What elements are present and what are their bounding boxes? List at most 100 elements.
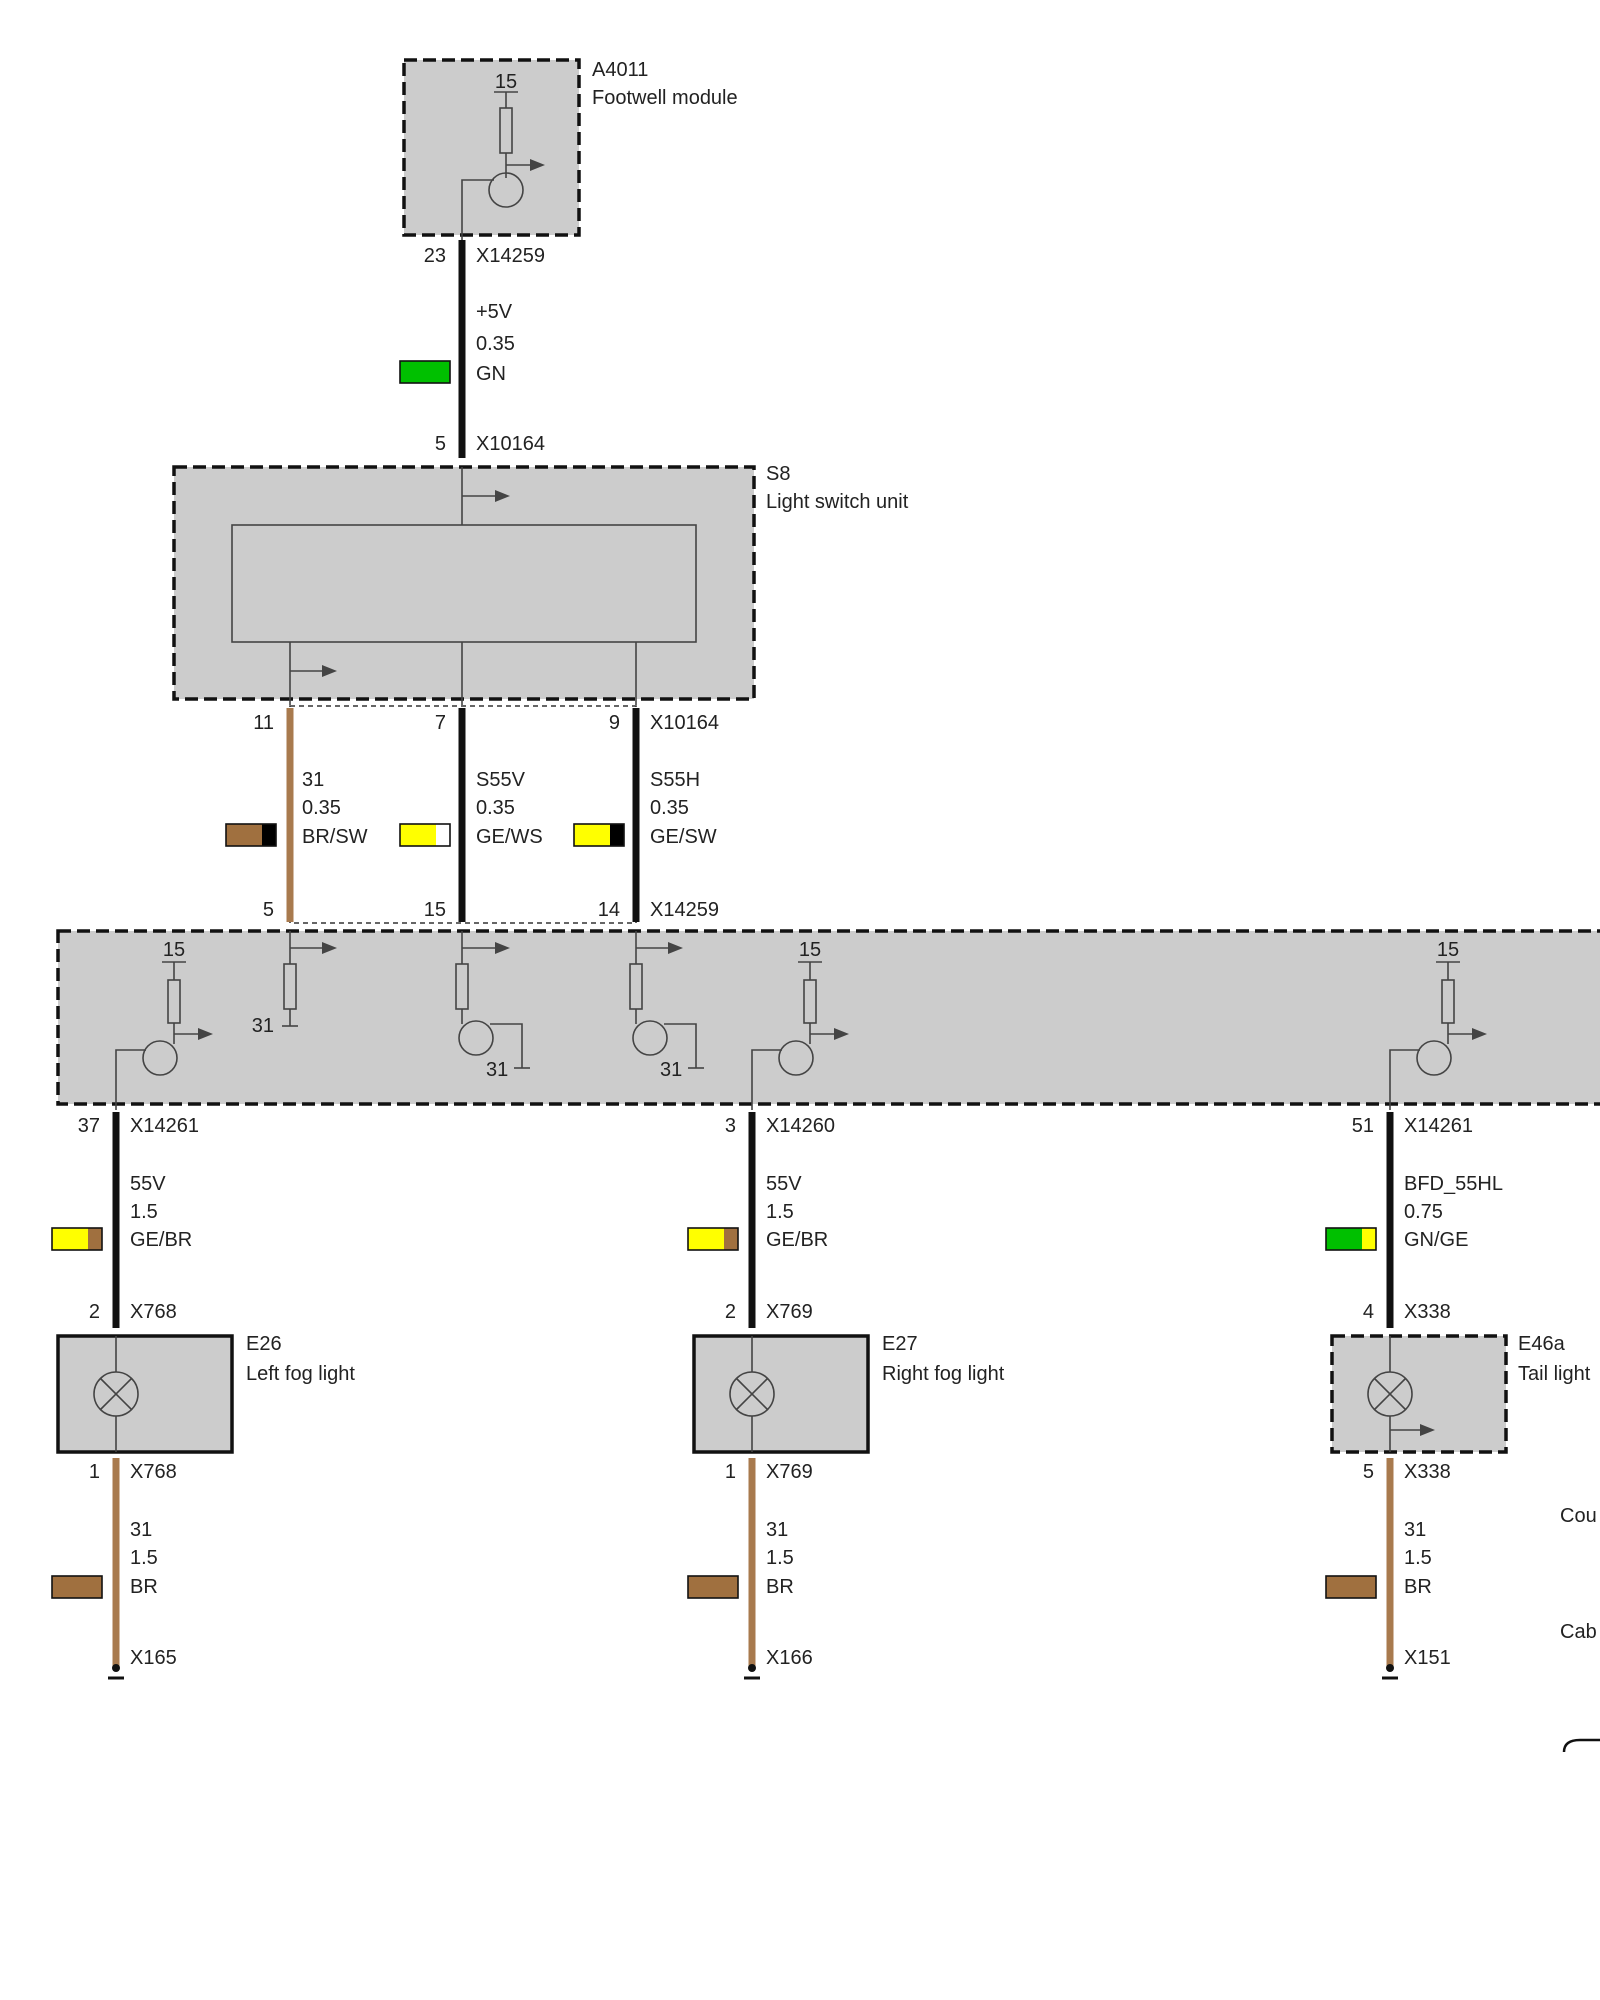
connector-x10164: X10164 bbox=[650, 712, 719, 734]
supply-label: 15 bbox=[163, 939, 185, 961]
right-fog-light-e27: E27 Right fog light bbox=[692, 1333, 1005, 1454]
transistor-icon bbox=[488, 172, 524, 208]
arrow-icon bbox=[322, 665, 337, 677]
connector-x14259: X14259 bbox=[476, 245, 545, 267]
arrow-icon bbox=[834, 1028, 849, 1040]
pin-1: 1 bbox=[725, 1461, 736, 1483]
transistor-icon bbox=[142, 1040, 178, 1076]
arrow-icon bbox=[668, 942, 683, 954]
wire-gauge: 1.5 bbox=[1404, 1547, 1432, 1569]
wire-signal: 31 bbox=[766, 1519, 788, 1541]
wire-gauge: 1.5 bbox=[766, 1547, 794, 1569]
ground-label: 31 bbox=[486, 1059, 508, 1081]
arrow-icon bbox=[530, 159, 545, 171]
wire-55v-left: 37 X14261 55V 1.5 GE/BR 2 X768 bbox=[51, 1112, 199, 1328]
connector-x768: X768 bbox=[130, 1461, 177, 1483]
component-name-e27: Right fog light bbox=[882, 1363, 1005, 1385]
arrow-icon bbox=[322, 942, 337, 954]
component-name-s8: Light switch unit bbox=[766, 491, 909, 513]
connector-x14259: X14259 bbox=[650, 899, 719, 921]
edge-text-cab: Cab bbox=[1560, 1621, 1597, 1643]
arrow-icon bbox=[1472, 1028, 1487, 1040]
driver-51: 15 bbox=[1389, 939, 1487, 1110]
edge-text-cou: Cou bbox=[1560, 1505, 1597, 1527]
wire-color-swatch bbox=[51, 1575, 103, 1599]
wire-signal: BFD_55HL bbox=[1404, 1173, 1503, 1195]
wire-color-swatch bbox=[1325, 1575, 1377, 1599]
footwell-module-a4011: 15 A4011 Footwell module bbox=[402, 58, 738, 240]
wire-signal: 55V bbox=[130, 1173, 166, 1195]
pin-3: 3 bbox=[725, 1115, 736, 1137]
connector-x769: X769 bbox=[766, 1461, 813, 1483]
transistor-icon bbox=[458, 1020, 494, 1056]
pin-1: 1 bbox=[89, 1461, 100, 1483]
ground-point-x151: X151 bbox=[1404, 1647, 1451, 1669]
arrow-icon bbox=[198, 1028, 213, 1040]
wire-s55h: S55H 0.35 GE/SW bbox=[573, 708, 717, 922]
pin-51: 51 bbox=[1352, 1115, 1374, 1137]
pin-2: 2 bbox=[89, 1301, 100, 1323]
arrow-icon bbox=[495, 942, 510, 954]
ground-label: 31 bbox=[660, 1059, 682, 1081]
pin-37: 37 bbox=[78, 1115, 100, 1137]
ground-point-x165: X165 bbox=[130, 1647, 177, 1669]
wire-color-swatch bbox=[399, 823, 451, 847]
component-name-a4011: Footwell module bbox=[592, 87, 738, 109]
wire-gauge: 1.5 bbox=[766, 1201, 794, 1223]
component-id-a4011: A4011 bbox=[592, 59, 648, 81]
wire-color-code: BR bbox=[766, 1576, 794, 1598]
connector-x338: X338 bbox=[1404, 1301, 1451, 1323]
wire-color-code: BR bbox=[130, 1576, 158, 1598]
component-id-e46a: E46a bbox=[1518, 1333, 1566, 1355]
wire-gauge: 1.5 bbox=[130, 1547, 158, 1569]
driver-3: 15 bbox=[751, 939, 849, 1110]
wire-55v-right: 3 X14260 55V 1.5 GE/BR 2 X769 bbox=[687, 1112, 835, 1328]
wire-5v: 23 X14259 +5V 0.35 GN 5 X10164 bbox=[399, 240, 545, 458]
component-id-e27: E27 bbox=[882, 1333, 918, 1355]
wire-color-code: GE/WS bbox=[476, 826, 543, 848]
ground-label: 31 bbox=[252, 1015, 274, 1037]
component-name-e26: Left fog light bbox=[246, 1363, 355, 1385]
pin-2: 2 bbox=[725, 1301, 736, 1323]
wire-color-code: GN bbox=[476, 363, 506, 385]
pin-5: 5 bbox=[435, 433, 446, 455]
wire-color-swatch bbox=[573, 823, 625, 847]
left-fog-light-e26: E26 Left fog light bbox=[56, 1333, 355, 1454]
wire-color-swatch bbox=[1325, 1227, 1377, 1251]
wire-gauge: 0.35 bbox=[650, 797, 689, 819]
connector-x10164: X10164 bbox=[476, 433, 545, 455]
wire-signal: 31 bbox=[1404, 1519, 1426, 1541]
transistor-icon bbox=[1416, 1040, 1452, 1076]
tail-light-e46a: E46a Tail light bbox=[1330, 1333, 1591, 1454]
wire-gauge: 0.75 bbox=[1404, 1201, 1443, 1223]
component-id-s8: S8 bbox=[766, 463, 790, 485]
ground-wire-x151: 5 X338 31 1.5 BR X151 bbox=[1325, 1458, 1451, 1680]
arrow-icon bbox=[495, 490, 510, 502]
pin-9: 9 bbox=[609, 712, 620, 734]
driver-37: 15 bbox=[115, 939, 213, 1110]
pin-14: 14 bbox=[598, 899, 620, 921]
pin-11: 11 bbox=[253, 712, 274, 734]
wire-gauge: 0.35 bbox=[476, 333, 515, 355]
wire-color-code: GN/GE bbox=[1404, 1229, 1468, 1251]
wire-signal: +5V bbox=[476, 301, 513, 323]
component-name-e46a: Tail light bbox=[1518, 1363, 1591, 1385]
connector-x14261: X14261 bbox=[130, 1115, 199, 1137]
ground-wire-x166: 1 X769 31 1.5 BR X166 bbox=[687, 1458, 813, 1680]
ground-point-x166: X166 bbox=[766, 1647, 813, 1669]
wire-31-br-sw: 31 0.35 BR/SW bbox=[225, 708, 368, 922]
pin-5: 5 bbox=[1363, 1461, 1374, 1483]
pin-5: 5 bbox=[263, 899, 274, 921]
supply-label: 15 bbox=[1437, 939, 1459, 961]
supply-label: 15 bbox=[495, 71, 517, 93]
wire-color-code: GE/BR bbox=[766, 1229, 828, 1251]
supply-label: 15 bbox=[799, 939, 821, 961]
wire-bfd-55hl: 51 X14261 BFD_55HL 0.75 GN/GE 4 X338 bbox=[1325, 1112, 1503, 1328]
wire-signal: S55V bbox=[476, 769, 526, 791]
wire-color-swatch bbox=[687, 1227, 739, 1251]
wire-signal: S55H bbox=[650, 769, 700, 791]
connector-x14261: X14261 bbox=[1404, 1115, 1473, 1137]
pin-4: 4 bbox=[1363, 1301, 1374, 1323]
wire-color-swatch bbox=[51, 1227, 103, 1251]
wire-signal: 31 bbox=[130, 1519, 152, 1541]
